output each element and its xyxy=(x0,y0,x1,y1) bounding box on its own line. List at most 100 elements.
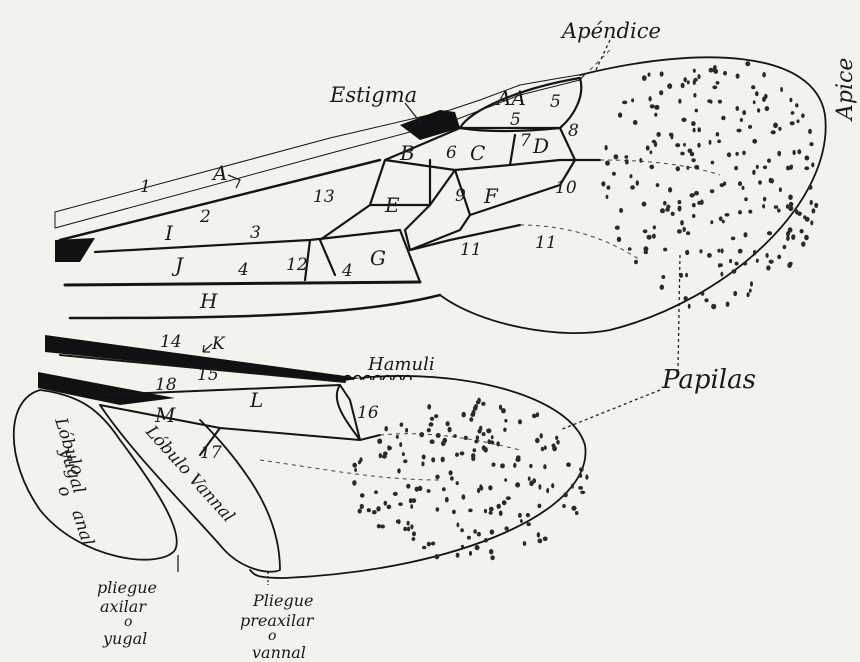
vein-3: 3 xyxy=(250,223,261,243)
papilla-dot xyxy=(477,488,480,493)
papilla-dot xyxy=(711,304,716,310)
papilla-dot xyxy=(769,178,773,183)
papilla-dot xyxy=(380,525,385,529)
papilla-dot xyxy=(614,154,619,159)
papilla-dot xyxy=(652,140,657,144)
papilla-dot xyxy=(441,457,445,463)
papilla-dot xyxy=(467,536,471,540)
papilla-dot xyxy=(488,485,492,490)
papilla-dot xyxy=(684,296,688,301)
papilla-dot xyxy=(431,542,435,546)
papilla-dot xyxy=(543,464,546,469)
papilla-dot xyxy=(442,487,446,491)
papilla-dot xyxy=(537,532,540,537)
papilla-dot xyxy=(460,528,464,532)
cell-aa: AA xyxy=(495,86,526,110)
vein-9: 9 xyxy=(455,186,466,206)
papilla-dot xyxy=(490,529,495,534)
papilla-dot xyxy=(716,81,720,85)
papilla-dot xyxy=(471,457,475,461)
papilla-dot xyxy=(450,476,454,480)
papilla-dot xyxy=(421,462,424,467)
papilla-dot xyxy=(701,291,705,296)
papilla-dot xyxy=(578,486,583,490)
papilla-dot xyxy=(783,245,787,249)
papilla-dot xyxy=(486,428,491,433)
papilla-dot xyxy=(786,235,790,241)
papilla-dot xyxy=(718,100,722,104)
papilla-dot xyxy=(805,156,810,161)
papilla-dot xyxy=(412,537,416,541)
papilla-dot xyxy=(650,104,655,108)
papilla-dot xyxy=(403,459,407,463)
papilla-dot xyxy=(555,436,558,440)
papilla-dot xyxy=(430,417,434,421)
forewing-papillae xyxy=(601,61,818,309)
papilla-dot xyxy=(753,100,756,104)
papilla-dot xyxy=(742,151,746,156)
papilla-dot xyxy=(631,98,634,102)
papilla-dot xyxy=(352,463,357,468)
papilla-dot xyxy=(384,501,388,506)
cell-k: K xyxy=(211,334,226,354)
papilla-dot xyxy=(681,83,685,89)
papilla-dot xyxy=(808,185,812,190)
papilla-dot xyxy=(668,187,672,192)
papilla-dot xyxy=(412,531,416,536)
vein-16: 16 xyxy=(357,403,379,423)
k-arrow xyxy=(203,344,212,352)
papilla-dot xyxy=(649,165,654,170)
papilla-dot xyxy=(685,273,688,277)
papilla-dot xyxy=(540,433,543,438)
papilla-dot xyxy=(360,493,365,497)
papilla-dot xyxy=(633,120,638,125)
pliegue-axilar-line4: yugal xyxy=(102,629,147,648)
papilla-dot xyxy=(499,510,503,516)
papilla-dot xyxy=(504,419,507,423)
papilla-dot xyxy=(473,529,477,534)
papilla-dot xyxy=(808,129,812,134)
papilla-dot xyxy=(744,197,748,201)
vein-12: 12 xyxy=(286,255,308,275)
papilla-dot xyxy=(489,549,493,554)
papilla-dot xyxy=(477,532,481,537)
papilla-dot xyxy=(777,255,781,260)
papilla-dot xyxy=(571,506,576,511)
papilla-dot xyxy=(630,185,635,189)
papilla-dot xyxy=(427,404,431,410)
papilla-dot xyxy=(727,152,731,157)
papilla-dot xyxy=(452,510,456,514)
papilla-dot xyxy=(358,509,362,514)
papilla-dot xyxy=(763,197,766,202)
papilla-dot xyxy=(407,521,410,526)
papilla-dot xyxy=(777,209,781,213)
papilla-dot xyxy=(410,524,413,529)
papilla-dot xyxy=(704,298,708,302)
cell-h: H xyxy=(199,289,218,313)
papilla-dot xyxy=(377,524,381,528)
vein-11b: 11 xyxy=(535,233,557,253)
hindwing xyxy=(14,335,586,578)
papilla-dot xyxy=(693,93,696,98)
cell-d: D xyxy=(532,134,549,158)
apice-label: Apice xyxy=(833,58,858,122)
papilla-dot xyxy=(605,161,610,166)
papilla-dot xyxy=(685,250,689,255)
hindwing-papillae xyxy=(352,398,588,560)
papilla-dot xyxy=(692,214,696,218)
papilla-dot xyxy=(606,195,609,199)
papilla-dot xyxy=(771,130,776,134)
papilla-dot xyxy=(745,61,750,66)
papilla-dot xyxy=(469,551,472,556)
papilla-dot xyxy=(717,249,720,253)
pliegue-axilar-line1: pliegue xyxy=(97,578,157,597)
papilla-dot xyxy=(529,464,532,468)
cell-l: L xyxy=(249,388,263,412)
papilla-dot xyxy=(552,446,557,451)
papilla-dot xyxy=(660,71,664,76)
papilla-dot xyxy=(407,527,410,532)
papilla-dot xyxy=(448,427,452,433)
papilla-dot xyxy=(762,204,765,208)
papilla-dot xyxy=(622,101,627,105)
